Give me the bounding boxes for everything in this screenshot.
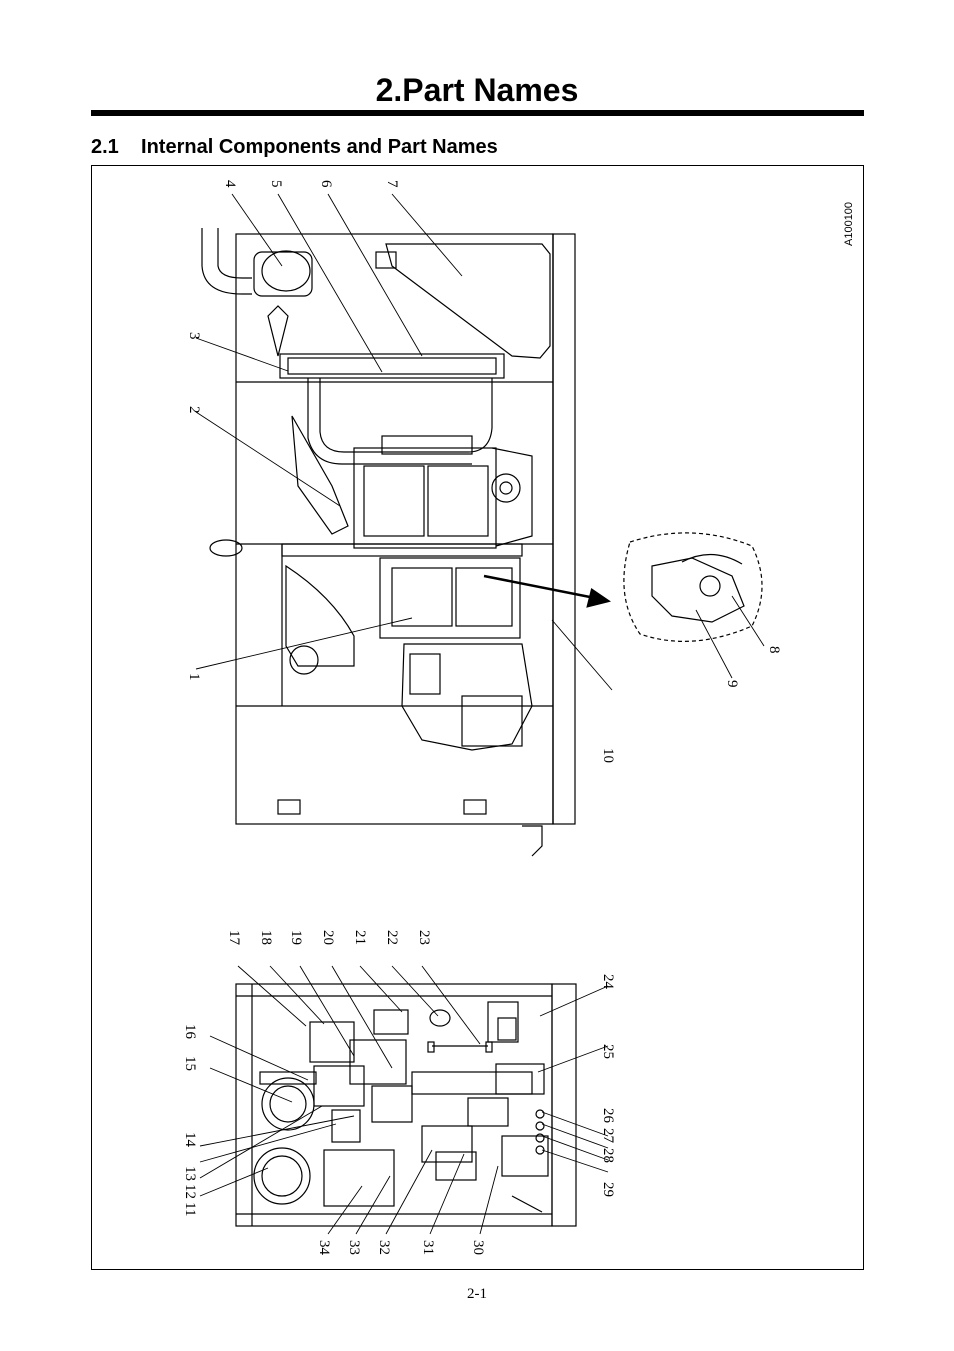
callout-19: 19	[288, 930, 304, 945]
callout-2: 2	[186, 406, 202, 414]
callout-25: 25	[600, 1044, 616, 1059]
callout-29: 29	[600, 1182, 616, 1197]
callout-10: 10	[600, 748, 616, 763]
callout-9: 9	[724, 680, 740, 688]
callout-26: 26	[600, 1108, 616, 1124]
section-heading: 2.1 Internal Components and Part Names	[91, 136, 498, 158]
title-rule	[91, 110, 864, 116]
callout-33: 33	[346, 1240, 362, 1255]
callout-12: 12	[182, 1184, 198, 1199]
callout-4: 4	[222, 180, 238, 188]
callout-24: 24	[600, 974, 616, 990]
callout-11: 11	[182, 1202, 198, 1216]
callout-3: 3	[186, 332, 202, 340]
parts-diagram-drawing: A100100 1 2 3 4 5 6 7 8 9 10 11 12 13 14…	[182, 180, 855, 1256]
callout-17: 17	[226, 930, 242, 946]
callout-16: 16	[182, 1024, 198, 1040]
callout-34: 34	[316, 1240, 332, 1256]
callout-22: 22	[384, 930, 400, 945]
callout-27: 27	[600, 1128, 616, 1144]
callout-5: 5	[268, 180, 284, 188]
callout-15: 15	[182, 1056, 198, 1071]
callout-31: 31	[420, 1240, 436, 1255]
callout-23: 23	[416, 930, 432, 945]
callout-18: 18	[258, 930, 274, 945]
callout-28: 28	[600, 1148, 616, 1163]
parts-diagram: A100100 1 2 3 4 5 6 7 8 9 10 11 12 13 14…	[91, 165, 864, 1270]
callout-8: 8	[766, 646, 782, 654]
callout-6: 6	[318, 180, 334, 188]
callout-20: 20	[320, 930, 336, 945]
callout-7: 7	[384, 180, 400, 188]
figure-id-label: A100100	[843, 202, 855, 246]
callout-1: 1	[186, 673, 202, 681]
callout-32: 32	[376, 1240, 392, 1255]
callout-30: 30	[470, 1240, 486, 1255]
callout-14: 14	[182, 1132, 198, 1148]
page-number: 2-1	[467, 1286, 487, 1302]
page-title: 2.Part Names	[375, 72, 579, 108]
callout-13: 13	[182, 1166, 198, 1181]
callout-21: 21	[352, 930, 368, 945]
